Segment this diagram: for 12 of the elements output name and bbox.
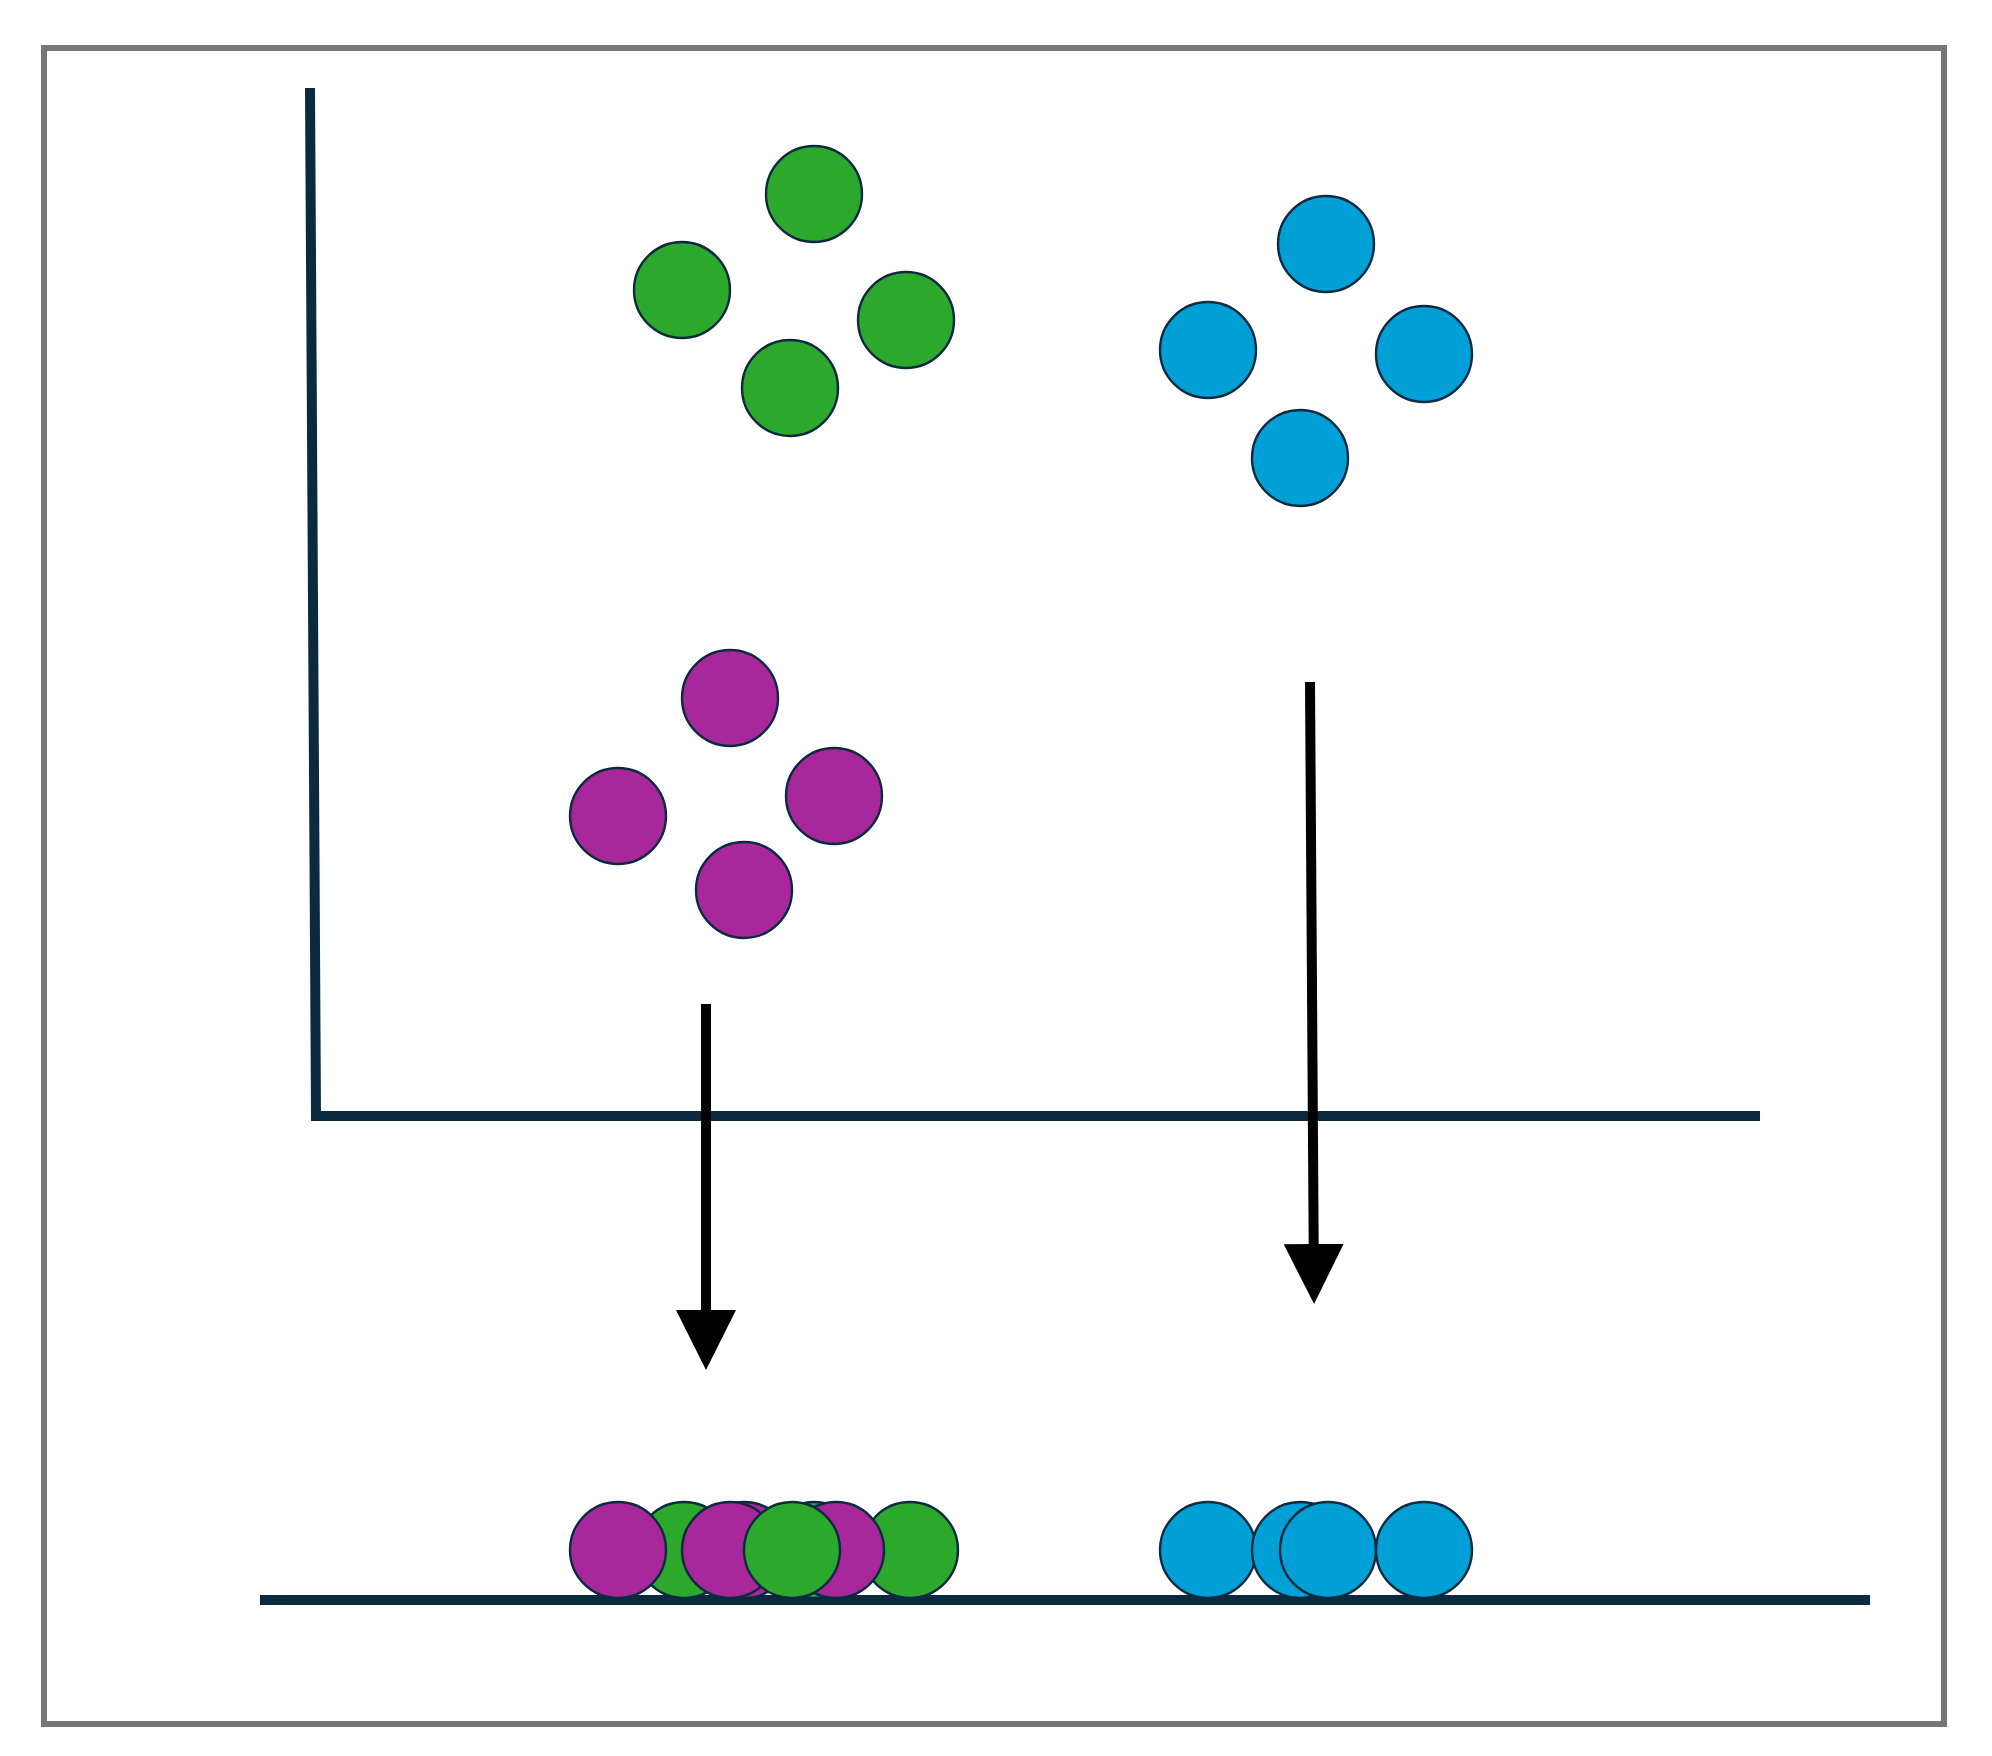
data-point-circle — [784, 746, 884, 846]
data-point-circle — [1250, 408, 1350, 508]
data-point-circle — [1276, 194, 1376, 294]
data-point-circle — [856, 270, 956, 370]
data-point-circle — [568, 766, 668, 866]
data-point-circle — [1374, 304, 1474, 404]
data-point-circle — [680, 648, 780, 748]
data-point-circle — [694, 840, 794, 940]
data-point-circle — [1158, 300, 1258, 400]
data-point-circle — [764, 144, 864, 244]
data-point-circle — [632, 240, 732, 340]
data-point-circle — [740, 338, 840, 438]
